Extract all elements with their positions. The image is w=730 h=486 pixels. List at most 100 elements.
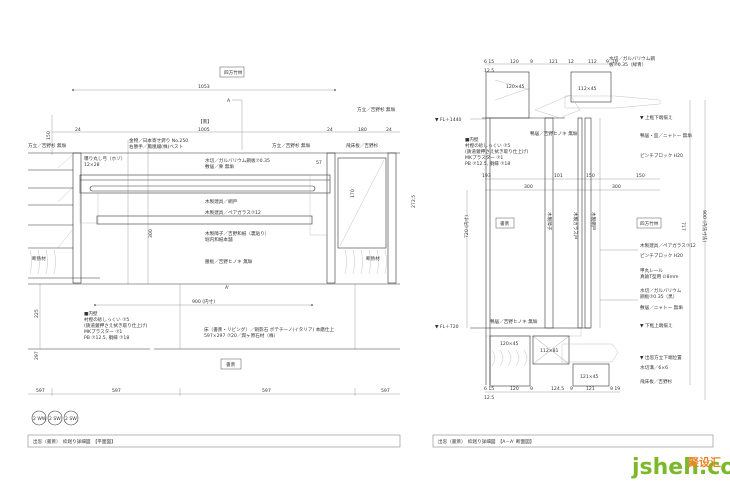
- svg-text:112×45: 112×45: [578, 86, 597, 92]
- svg-text:書斎: 書斎: [500, 220, 510, 227]
- section-view: 6 15 120 9 121 12 112 9 19 12.5 水切／ガルバリウ…: [432, 55, 714, 448]
- svg-text:121×45: 121×45: [580, 374, 599, 380]
- label-drip: 水切溝／6×6: [640, 364, 668, 371]
- label-lintel-left: 鴨居／吉野ヒノキ 無垢: [530, 130, 578, 137]
- svg-text:PB ⑦12.5, 胴縁 ⑦18: PB ⑦12.5, 胴縁 ⑦18: [465, 160, 510, 167]
- svg-text:鋼板⑦0.35（黒）: 鋼板⑦0.35（黒）: [640, 293, 677, 300]
- fl-720: ▼ FL＋720: [435, 324, 459, 330]
- svg-text:(鉄道鍍押さえ拭き取り仕上げ): (鉄道鍍押さえ拭き取り仕上げ): [465, 148, 529, 155]
- svg-text:272.5: 272.5: [411, 195, 417, 208]
- svg-text:150: 150: [46, 131, 52, 140]
- svg-text:9: 9: [570, 386, 573, 392]
- svg-text:12.5: 12.5: [484, 395, 494, 401]
- label-flashing: 水切／ガルバリウム鋼板⑦0.35: [205, 157, 270, 164]
- label-mullion-mid: 方立／吉野杉 無垢: [272, 142, 311, 149]
- svg-text:101: 101: [554, 173, 563, 179]
- label-sill: 鴨居／吉野ヒノキ 無垢: [490, 318, 538, 325]
- south-label: 【南】: [198, 118, 212, 125]
- wall-note: ■内壁 村樫の砂しっくい ⑦5 (鉄道鍍押さえ拭き取り仕上げ) MKプラスター …: [84, 310, 148, 341]
- svg-text:6 15: 6 15: [484, 59, 494, 65]
- svg-text:PB ⑦12.5, 胴縁 ⑦18: PB ⑦12.5, 胴縁 ⑦18: [84, 334, 129, 341]
- svg-text:597: 597: [262, 388, 271, 394]
- label-floor-board: 飛床板／吉野杉: [346, 142, 379, 149]
- inner-height: 720 (内寸): [463, 215, 470, 238]
- floor-note: 床（書斎・リビング）／銅影石 ボテチーノ(イタリア) 本磨仕上: [204, 326, 334, 333]
- svg-text:村樫の砂しっくい ⑦5: 村樫の砂しっくい ⑦5: [84, 316, 129, 323]
- title-bar-section: [432, 434, 714, 448]
- svg-text:24: 24: [327, 127, 333, 133]
- legend-icon-ww: [31, 410, 47, 426]
- label-hardware: 金物／日本寄せ鍔り No.250: [129, 137, 188, 144]
- title-bar-plan: [27, 434, 401, 448]
- svg-text:597: 597: [112, 388, 121, 394]
- svg-text:120: 120: [510, 59, 519, 65]
- svg-text:(鉄道鍍押さえ拭き取り仕上げ): (鉄道鍍押さえ拭き取り仕上げ): [84, 322, 148, 329]
- svg-text:木製ガラス戸: 木製ガラス戸: [572, 212, 579, 240]
- svg-text:297: 297: [34, 351, 40, 360]
- inner-width: 900 (内寸): [192, 298, 215, 305]
- svg-text:木製網戸: 木製網戸: [590, 212, 597, 231]
- svg-text:村樫の砂しっくい ⑦5: 村樫の砂しっくい ⑦5: [465, 142, 510, 149]
- dim-inner: 1005: [198, 127, 210, 133]
- svg-text:甲丸レール: 甲丸レール: [640, 267, 663, 274]
- svg-text:2 SW: 2 SW: [49, 416, 61, 422]
- svg-text:MKプラスター ⑦1: MKプラスター ⑦1: [465, 154, 503, 161]
- dim-900: 900 (内法寸法): [701, 210, 708, 242]
- svg-text:300: 300: [612, 184, 621, 190]
- svg-text:敷居／栗 無垢: 敷居／栗 無垢: [205, 163, 234, 170]
- svg-text:木製建具／ペアガラス⑦12: 木製建具／ペアガラス⑦12: [640, 242, 696, 249]
- svg-text:12.5: 12.5: [484, 68, 494, 74]
- svg-text:■内壁: ■内壁: [465, 136, 479, 143]
- svg-text:112×81: 112×81: [540, 348, 559, 354]
- dim-total: 1053: [198, 84, 210, 90]
- room-tag-top: [219, 66, 245, 78]
- svg-text:12×28: 12×28: [84, 162, 100, 168]
- svg-text:170: 170: [350, 189, 356, 198]
- label-pinch-block: ピンチブロック H20: [640, 152, 683, 159]
- svg-text:597: 597: [381, 388, 390, 394]
- legend-icon-sw-1: [47, 410, 63, 426]
- svg-text:9: 9: [530, 59, 533, 65]
- section-right-notes: 木製建具／ペアガラス⑦12 ピンチブロック H20 甲丸レール 真鍮T型用 ∅8…: [640, 242, 696, 311]
- svg-text:断熱材: 断熱材: [366, 255, 380, 262]
- svg-text:9 19: 9 19: [610, 386, 620, 392]
- svg-text:断熱材: 断熱材: [32, 255, 46, 262]
- svg-text:MKプラスター ⑦1: MKプラスター ⑦1: [84, 328, 122, 335]
- label-screen: 木製建具／網戸: [205, 198, 238, 205]
- label-hardware-2: 右勝手／鳳凰綴(株)ベスト: [129, 143, 183, 150]
- svg-text:水切／ガルバリウム: 水切／ガルバリウム: [640, 287, 682, 294]
- svg-text:597×297 ⑦20／潤ヶ原石材（株）: 597×297 ⑦20／潤ヶ原石材（株）: [204, 332, 278, 339]
- svg-text:112: 112: [588, 59, 597, 65]
- fl-1440: ▼ FL＋1440: [435, 117, 462, 123]
- svg-text:121: 121: [586, 386, 595, 392]
- label-wainscot: 腰板／吉野ヒノキ 無垢: [205, 258, 253, 265]
- title-plan: 出窓（書斎） 枠廻り詳細図 【平面図】: [33, 438, 116, 445]
- svg-text:板⑦0.35（緑青）: 板⑦0.35（緑青）: [609, 61, 646, 68]
- svg-text:597: 597: [36, 388, 45, 394]
- svg-text:24: 24: [386, 127, 392, 133]
- svg-text:曝り丸し弓（ホゾ）: 曝り丸し弓（ホゾ）: [84, 155, 125, 162]
- svg-text:19: 19: [612, 59, 618, 65]
- legend-icons: 2 WW 2 SW 2 SW: [31, 410, 79, 426]
- svg-text:6 15: 6 15: [484, 386, 494, 392]
- svg-text:120×45: 120×45: [500, 341, 519, 347]
- svg-text:300: 300: [148, 229, 154, 238]
- svg-text:717: 717: [680, 222, 686, 231]
- svg-text:225: 225: [34, 309, 40, 318]
- label-shoji: 木製障子／吉野和紙（裏貼り）: [205, 230, 269, 237]
- svg-text:193: 193: [482, 173, 491, 179]
- svg-text:57: 57: [316, 160, 322, 166]
- plan-view: 四方竹林 1053 A 【南】 1005 24 24 180 24 150 方立…: [27, 66, 417, 448]
- label-shoji-vertical: 木製障子: [546, 212, 553, 231]
- svg-text:2 SW: 2 SW: [65, 416, 77, 422]
- label-glass: 木製建具／ペアガラス⑦12: [205, 209, 261, 216]
- title-section: 出窓（書斎） 枠廻り詳細図 【A－A' 断面図】: [438, 438, 534, 445]
- room-tag-bamboo: [636, 217, 662, 229]
- svg-text:A': A': [225, 285, 229, 291]
- label-floor-board-section: 飛床板／吉野杉: [640, 378, 673, 385]
- upper-align: ▼ 上框下端揃え: [640, 114, 673, 121]
- svg-text:2 WW: 2 WW: [33, 416, 47, 422]
- lower-align: ▼ 下框上端揃え: [640, 322, 673, 329]
- legend-icon-sw-2: [63, 410, 79, 426]
